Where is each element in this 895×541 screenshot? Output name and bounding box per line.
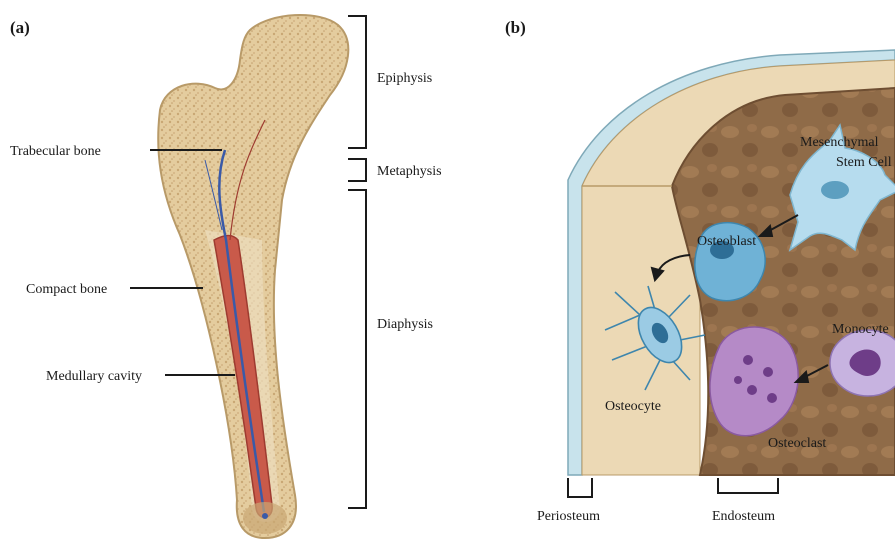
msc-label-line2: Stem Cell — [836, 155, 892, 170]
epiphysis-bracket — [348, 16, 366, 148]
periosteum-bracket — [568, 478, 592, 497]
panel-b-tag: (b) — [505, 18, 526, 38]
endosteum-label: Endosteum — [712, 509, 775, 524]
msc-label-line1: Mesenchymal — [800, 135, 879, 150]
endosteum-bracket — [718, 478, 778, 493]
monocyte-label: Monocyte — [832, 322, 889, 337]
osteoclast-label: Osteoclast — [768, 436, 826, 451]
osteoblast-label: Osteoblast — [697, 234, 756, 249]
metaphysis-label: Metaphysis — [377, 164, 442, 179]
diaphysis-bracket — [348, 190, 366, 508]
metaphysis-bracket — [348, 159, 366, 181]
compact-bone-label: Compact bone — [26, 282, 107, 297]
diaphysis-label: Diaphysis — [377, 317, 433, 332]
medullary-cavity-label: Medullary cavity — [46, 369, 142, 384]
trabecular-bone-label: Trabecular bone — [10, 144, 101, 159]
periosteum-label: Periosteum — [537, 509, 600, 524]
epiphysis-label: Epiphysis — [377, 71, 432, 86]
osteocyte-label: Osteocyte — [605, 399, 661, 414]
femur-illustration — [158, 15, 348, 538]
monocyte-cell — [830, 330, 895, 396]
